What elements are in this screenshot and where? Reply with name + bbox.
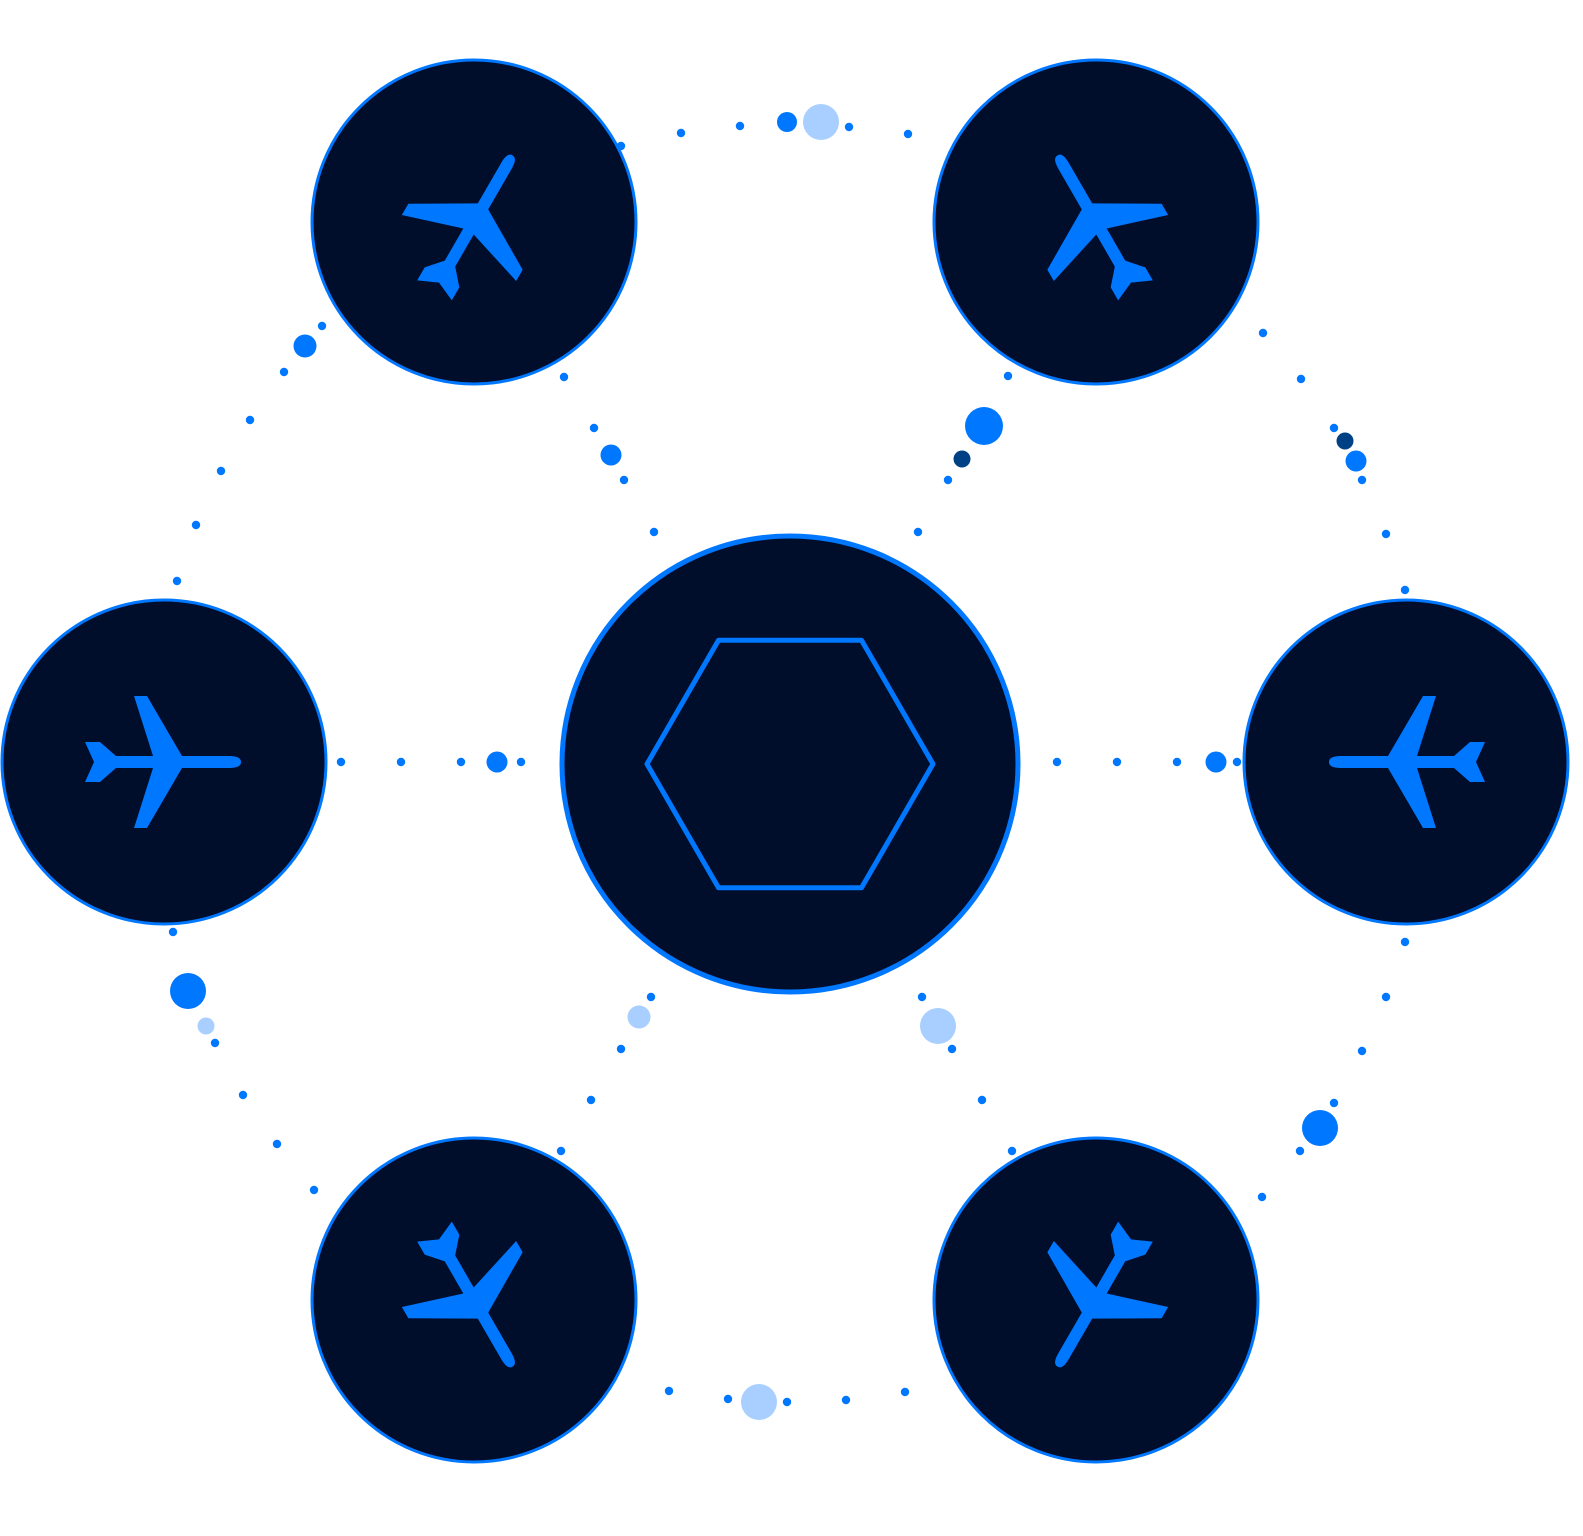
node-top-right: [932, 58, 1260, 386]
connection-dot: [841, 1395, 851, 1405]
connection-dot: [1205, 751, 1227, 773]
connection-dot: [977, 1095, 987, 1105]
connection-dot: [197, 1017, 215, 1035]
airplane-nodes: [0, 58, 1570, 1464]
connection-dot: [245, 415, 255, 425]
connection-dot: [616, 1044, 626, 1054]
connection-dot: [1357, 1046, 1367, 1056]
connection-dot: [646, 992, 656, 1002]
connection-dot: [1381, 529, 1391, 539]
connection-dot: [586, 1095, 596, 1105]
connection-dot: [170, 973, 206, 1009]
connection-dot: [1003, 371, 1013, 381]
node-left: [0, 598, 328, 926]
connection-dot: [741, 1384, 777, 1420]
connection-dot: [396, 757, 406, 767]
connection-dot: [803, 104, 839, 140]
connection-dot: [279, 367, 289, 377]
connection-dot: [649, 527, 659, 537]
connection-dot: [486, 751, 508, 773]
connection-dot: [456, 757, 466, 767]
connection-dot: [1329, 423, 1339, 433]
connection-dot: [309, 1185, 319, 1195]
connection-dot: [216, 466, 226, 476]
connection-dot: [1336, 432, 1354, 450]
central-hub: [559, 533, 1021, 995]
connection-dot: [723, 1394, 733, 1404]
connection-dot: [238, 1090, 248, 1100]
connection-dot: [1112, 757, 1122, 767]
hub-circle: [559, 533, 1021, 995]
connection-dot: [293, 334, 317, 358]
connection-dot: [1296, 374, 1306, 384]
connection-dot: [619, 475, 629, 485]
connection-dot: [1172, 757, 1182, 767]
connection-dot: [920, 1008, 956, 1044]
connection-dot: [1007, 1146, 1017, 1156]
connection-dot: [943, 475, 953, 485]
connection-dot: [556, 1146, 566, 1156]
node-bottom-right: [932, 1136, 1260, 1464]
connection-dot: [272, 1139, 282, 1149]
connection-dot: [844, 122, 854, 132]
connection-dot: [664, 1386, 674, 1396]
connection-dot: [1295, 1146, 1305, 1156]
connection-dot: [913, 527, 923, 537]
connection-dot: [947, 1044, 957, 1054]
connection-dot: [903, 129, 913, 139]
connection-dot: [1357, 475, 1367, 485]
connection-dot: [210, 1038, 220, 1048]
connection-dot: [900, 1387, 910, 1397]
node-top-left: [310, 58, 638, 386]
connection-dot: [1052, 757, 1062, 767]
connection-dot: [953, 450, 971, 468]
connection-dot: [559, 372, 569, 382]
connection-dot: [191, 520, 201, 530]
node-right: [1242, 598, 1570, 926]
hexagon-icon: [644, 637, 936, 891]
connection-dot: [516, 757, 526, 767]
connection-dot: [589, 423, 599, 433]
connection-dot: [1302, 1110, 1338, 1146]
connection-dot: [168, 927, 178, 937]
connection-dot: [1400, 937, 1410, 947]
connection-dot: [1400, 585, 1410, 595]
connection-dot: [336, 757, 346, 767]
connection-dot: [1258, 328, 1268, 338]
connection-dot: [735, 121, 745, 131]
connection-dot: [1257, 1192, 1267, 1202]
dotted-connections: [168, 104, 1410, 1420]
connection-dot: [777, 112, 797, 132]
node-bottom-left: [310, 1136, 638, 1464]
connection-dot: [917, 992, 927, 1002]
connection-dot: [1329, 1098, 1339, 1108]
connection-dot: [782, 1397, 792, 1407]
connection-dot: [965, 407, 1003, 445]
connection-dot: [627, 1005, 651, 1029]
connection-dot: [1232, 757, 1242, 767]
connection-dot: [172, 576, 182, 586]
connection-dot: [317, 321, 327, 331]
connection-dot: [676, 128, 686, 138]
connection-dot: [1381, 992, 1391, 1002]
connection-dot: [600, 444, 622, 466]
connection-dot: [1345, 450, 1367, 472]
